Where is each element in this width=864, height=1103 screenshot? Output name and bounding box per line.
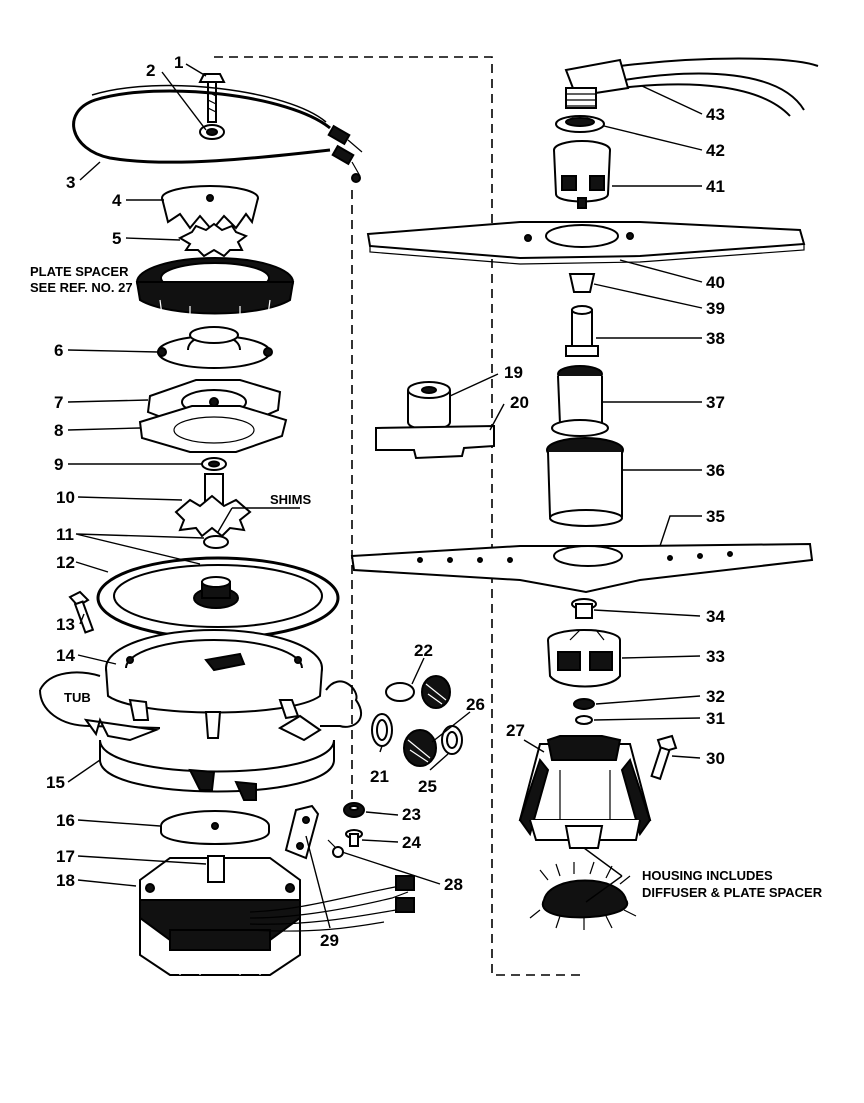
leader-lines	[67, 63, 703, 929]
part-37-tube	[551, 365, 609, 437]
part-38-tube	[565, 305, 599, 357]
label-7: 7	[54, 393, 63, 412]
part-42-ring	[555, 115, 605, 133]
part-43-feed-tube	[564, 57, 819, 117]
label-8: 8	[54, 421, 63, 440]
part-9-seal	[201, 457, 227, 471]
part-12-gasket-ring	[96, 556, 340, 640]
part-22-hose-clamp	[385, 675, 451, 709]
note-tub: TUB	[64, 690, 91, 705]
label-28: 28	[444, 875, 463, 894]
label-31: 31	[706, 709, 725, 728]
note-housing-line1: HOUSING INCLUDES	[642, 868, 773, 883]
part-26-hose	[403, 729, 437, 767]
part-29-bracket	[284, 804, 320, 860]
part-31-washer	[575, 715, 593, 725]
label-36: 36	[706, 461, 725, 480]
assembly-guide-lines	[214, 56, 585, 976]
part-20-bracket	[375, 424, 495, 460]
label-30: 30	[706, 749, 725, 768]
part-40-upper-spray-arm	[366, 221, 806, 265]
part-6-pump-cover	[157, 326, 273, 369]
label-4: 4	[112, 191, 122, 210]
part-16-disk	[160, 810, 270, 845]
part-39-nut	[568, 273, 596, 293]
note-shims: SHIMS	[270, 492, 312, 507]
plate-spacer	[135, 257, 295, 322]
label-16: 16	[56, 811, 75, 830]
part-41-nozzle	[553, 140, 611, 209]
annotations: PLATE SPACER SEE REF. NO. 27 SHIMS TUB H…	[30, 264, 823, 900]
note-plate-spacer-line1: PLATE SPACER	[30, 264, 129, 279]
part-8-gasket	[138, 405, 288, 453]
part-3-wire-harness	[72, 84, 363, 183]
part-36-tube	[546, 437, 624, 527]
label-35: 35	[706, 507, 725, 526]
label-9: 9	[54, 455, 63, 474]
part-34-cap	[571, 598, 597, 619]
label-26: 26	[466, 695, 485, 714]
label-29: 29	[320, 931, 339, 950]
label-17: 17	[56, 847, 75, 866]
note-plate-spacer-line2: SEE REF. NO. 27	[30, 280, 133, 295]
label-13: 13	[56, 615, 75, 634]
part-27-housing	[518, 735, 652, 849]
part-2-washer	[199, 124, 225, 140]
tub-outline	[39, 671, 363, 742]
label-11: 11	[56, 525, 74, 544]
part-28-screw	[327, 839, 344, 858]
part-21-hose-clamp	[371, 713, 393, 747]
part-4-impeller-cap	[161, 185, 259, 232]
label-24: 24	[402, 833, 421, 852]
label-40: 40	[706, 273, 725, 292]
label-21: 21	[370, 767, 389, 786]
label-32: 32	[706, 687, 725, 706]
label-5: 5	[112, 229, 121, 248]
part-labels: 1 2 3 4 5 6 7 8 9 10 11 12 13 14 15 16 1…	[46, 53, 725, 950]
label-1: 1	[174, 53, 183, 72]
label-2: 2	[146, 61, 155, 80]
label-22: 22	[414, 641, 433, 660]
label-25: 25	[418, 777, 437, 796]
part-1-bolt	[198, 73, 226, 123]
label-37: 37	[706, 393, 725, 412]
label-41: 41	[706, 177, 725, 196]
label-43: 43	[706, 105, 725, 124]
part-5-star-gear	[177, 222, 249, 258]
part-18-motor	[139, 855, 301, 976]
part-24-screw	[345, 829, 363, 847]
label-18: 18	[56, 871, 75, 890]
label-14: 14	[56, 646, 75, 665]
part-19-bushing	[407, 381, 451, 431]
motor-wiring	[249, 875, 415, 932]
part-13-bolt	[68, 590, 95, 634]
part-14-pump-housing	[105, 629, 323, 739]
part-23-grommet	[343, 802, 365, 818]
part-15-lower-ring	[99, 739, 335, 801]
label-12: 12	[56, 553, 75, 572]
part-10-impeller	[174, 473, 252, 538]
label-33: 33	[706, 647, 725, 666]
part-35-lower-spray-arm	[350, 542, 814, 594]
label-10: 10	[56, 488, 75, 507]
label-34: 34	[706, 607, 725, 626]
part-33-diffuser	[547, 629, 621, 688]
label-3: 3	[66, 173, 75, 192]
filter-mesh	[529, 861, 637, 930]
label-6: 6	[54, 341, 63, 360]
label-20: 20	[510, 393, 529, 412]
label-19: 19	[504, 363, 523, 382]
label-15: 15	[46, 773, 65, 792]
part-25-hose-clamp	[441, 725, 463, 755]
label-42: 42	[706, 141, 725, 160]
note-housing-line2: DIFFUSER & PLATE SPACER	[642, 885, 823, 900]
label-27: 27	[506, 721, 525, 740]
part-32-washer	[573, 698, 595, 710]
label-23: 23	[402, 805, 421, 824]
part-30-bolt	[650, 734, 678, 781]
label-38: 38	[706, 329, 725, 348]
label-39: 39	[706, 299, 725, 318]
